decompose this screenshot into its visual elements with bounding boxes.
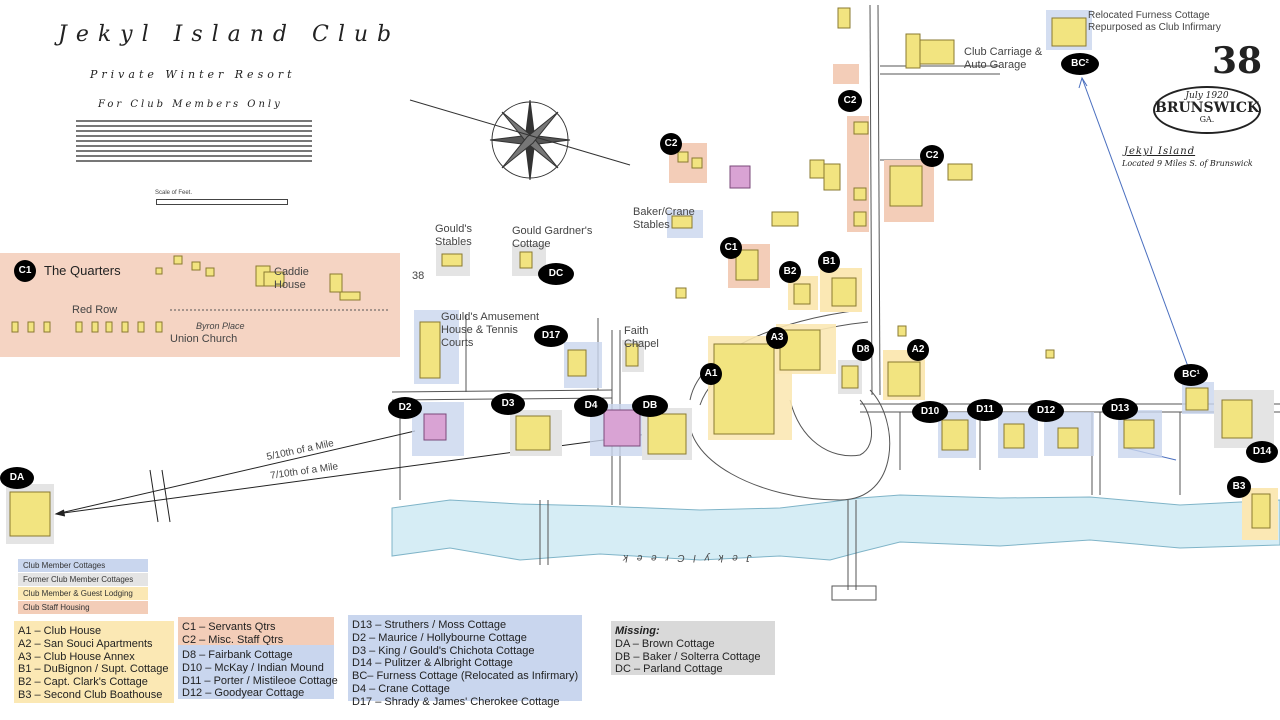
label-street-38: 38 <box>412 270 425 282</box>
badge-d17: D17 <box>534 325 568 347</box>
badge-b1: B1 <box>818 251 840 273</box>
label-the-quarters: The Quarters <box>44 263 121 278</box>
key-d13: D13 – Struthers / Moss Cottage <box>352 619 507 631</box>
key-column-d-a: D8 – Fairbank Cottage D10 – McKay / Indi… <box>178 645 338 700</box>
key-db: DB – Baker / Solterra Cottage <box>615 650 761 663</box>
location-subtitle: Located 9 Miles S. of Brunswick <box>1122 159 1253 168</box>
stamp-date: July 1920 <box>1185 91 1229 101</box>
key-a1: A1 – Club House <box>18 625 102 637</box>
key-a2: A2 – San Souci Apartments <box>18 637 153 650</box>
label-gould-gardners-cottage: Gould Gardner's Cottage <box>512 225 593 250</box>
key-c2: C2 – Misc. Staff Qtrs <box>182 633 284 646</box>
label-caddie-house: Caddie House <box>274 266 309 291</box>
key-d2: D2 – Maurice / Hollybourne Cottage <box>352 631 527 644</box>
badge-b3: B3 <box>1227 476 1251 498</box>
jekyl-creek-water <box>391 494 1280 561</box>
stamp-city: BRUNSWICK <box>1155 100 1260 116</box>
badge-d3: D3 <box>491 393 525 415</box>
badge-a3: A3 <box>766 327 788 349</box>
badge-d2: D2 <box>388 397 422 419</box>
label-union-church: Union Church <box>170 333 238 345</box>
badge-d13: D13 <box>1102 398 1138 420</box>
map-title: Jekyl Island Club <box>58 22 401 47</box>
badge-c2-clubhouse-rd: C2 <box>838 90 862 112</box>
key-b3: B3 – Second Club Boathouse <box>18 688 163 701</box>
label-club-carriage-garage: Club Carriage & Auto Garage <box>964 46 1043 71</box>
key-d14: D14 – Pulitzer & Albright Cottage <box>352 657 513 670</box>
key-b2: B2 – Capt. Clark's Cottage <box>18 676 148 689</box>
key-column-a-b: A1 – Club House A2 – San Souci Apartment… <box>14 621 174 703</box>
fine-print-block <box>76 117 312 163</box>
badge-a1: A1 <box>700 363 722 385</box>
key-d3: D3 – King / Gould's Chichota Cottage <box>352 644 535 657</box>
key-column-d-b: D13 – Struthers / Moss Cottage D2 – Maur… <box>348 615 582 708</box>
badge-b2: B2 <box>779 261 801 283</box>
legend-club-member-cottages: Club Member Cottages <box>18 559 148 572</box>
map-subtitle: Private Winter Resort <box>90 68 296 81</box>
key-d4: D4 – Crane Cottage <box>352 682 450 695</box>
key-d17: D17 – Shrady & James' Cherokee Cottage <box>352 695 560 708</box>
brunswick-stamp: July 1920 BRUNSWICK GA. <box>1153 86 1261 134</box>
badge-d12: D12 <box>1028 400 1064 422</box>
badge-d4: D4 <box>574 395 608 417</box>
key-missing-title: Missing: <box>615 625 660 637</box>
label-red-row: Red Row <box>72 304 118 316</box>
key-dc: DC – Parland Cottage <box>615 663 723 676</box>
badge-da: DA <box>0 467 34 489</box>
label-repurposed-infirmary: Repurposed as Club Infirmary <box>1088 22 1221 33</box>
key-d12: D12 – Goodyear Cottage <box>182 687 305 700</box>
legend-club-staff-housing: Club Staff Housing <box>18 601 148 614</box>
key-c1: C1 – Servants Qtrs <box>182 621 276 633</box>
key-d8: D8 – Fairbank Cottage <box>182 649 293 661</box>
badge-d11: D11 <box>967 399 1003 421</box>
label-goulds-amusement-house: Gould's Amusement House & Tennis Courts <box>441 311 540 349</box>
badge-c2-east: C2 <box>920 145 944 167</box>
sheet-number: 38 <box>1212 40 1263 82</box>
key-bc: BC– Furness Cottage (Relocated as Infirm… <box>352 670 579 683</box>
legend-member-guest-lodging: Club Member & Guest Lodging <box>18 587 148 600</box>
label-byron-place: Byron Place <box>196 321 245 331</box>
label-faith-chapel: Faith Chapel <box>624 325 659 350</box>
badge-d8: D8 <box>852 339 874 361</box>
key-a3: A3 – Club House Annex <box>18 650 135 663</box>
legend-former-member-cottages: Former Club Member Cottages <box>18 573 148 586</box>
key-d10: D10 – McKay / Indian Mound <box>182 661 324 674</box>
badge-c2-north: C2 <box>660 133 682 155</box>
badge-c1-center: C1 <box>720 237 742 259</box>
badge-dc: DC <box>538 263 574 285</box>
key-column-c: C1 – Servants Qtrs C2 – Misc. Staff Qtrs <box>178 617 334 646</box>
key-b1: B1 – DuBignon / Supt. Cottage <box>18 663 169 676</box>
club-pier <box>831 585 877 601</box>
key-da: DA – Brown Cottage <box>615 637 715 650</box>
compass-rose <box>409 99 631 181</box>
scale-bar <box>156 199 288 205</box>
scale-label: Scale of Feet. <box>155 190 193 196</box>
label-goulds-stables: Gould's Stables <box>435 223 472 248</box>
stamp-state: GA. <box>1199 115 1215 124</box>
location-title: Jekyl Island <box>1124 146 1196 157</box>
label-jekyl-creek: J e k y l C r e e k <box>620 552 752 563</box>
badge-bc2: BC² <box>1061 53 1099 75</box>
badge-d14: D14 <box>1246 441 1278 463</box>
badge-d10: D10 <box>912 401 948 423</box>
badge-c1-quarters: C1 <box>14 260 36 282</box>
key-d11: D11 – Porter / Mistileoe Cottage <box>182 674 338 687</box>
label-relocated-furness: Relocated Furness Cottage <box>1088 10 1210 21</box>
map-subtitle-members-only: For Club Members Only <box>98 99 283 110</box>
badge-bc1: BC¹ <box>1174 364 1208 386</box>
key-column-missing: Missing: DA – Brown Cottage DB – Baker /… <box>611 621 775 675</box>
badge-a2: A2 <box>907 339 929 361</box>
label-baker-crane-stables: Baker/Crane Stables <box>633 206 695 231</box>
badge-db: DB <box>632 395 668 417</box>
